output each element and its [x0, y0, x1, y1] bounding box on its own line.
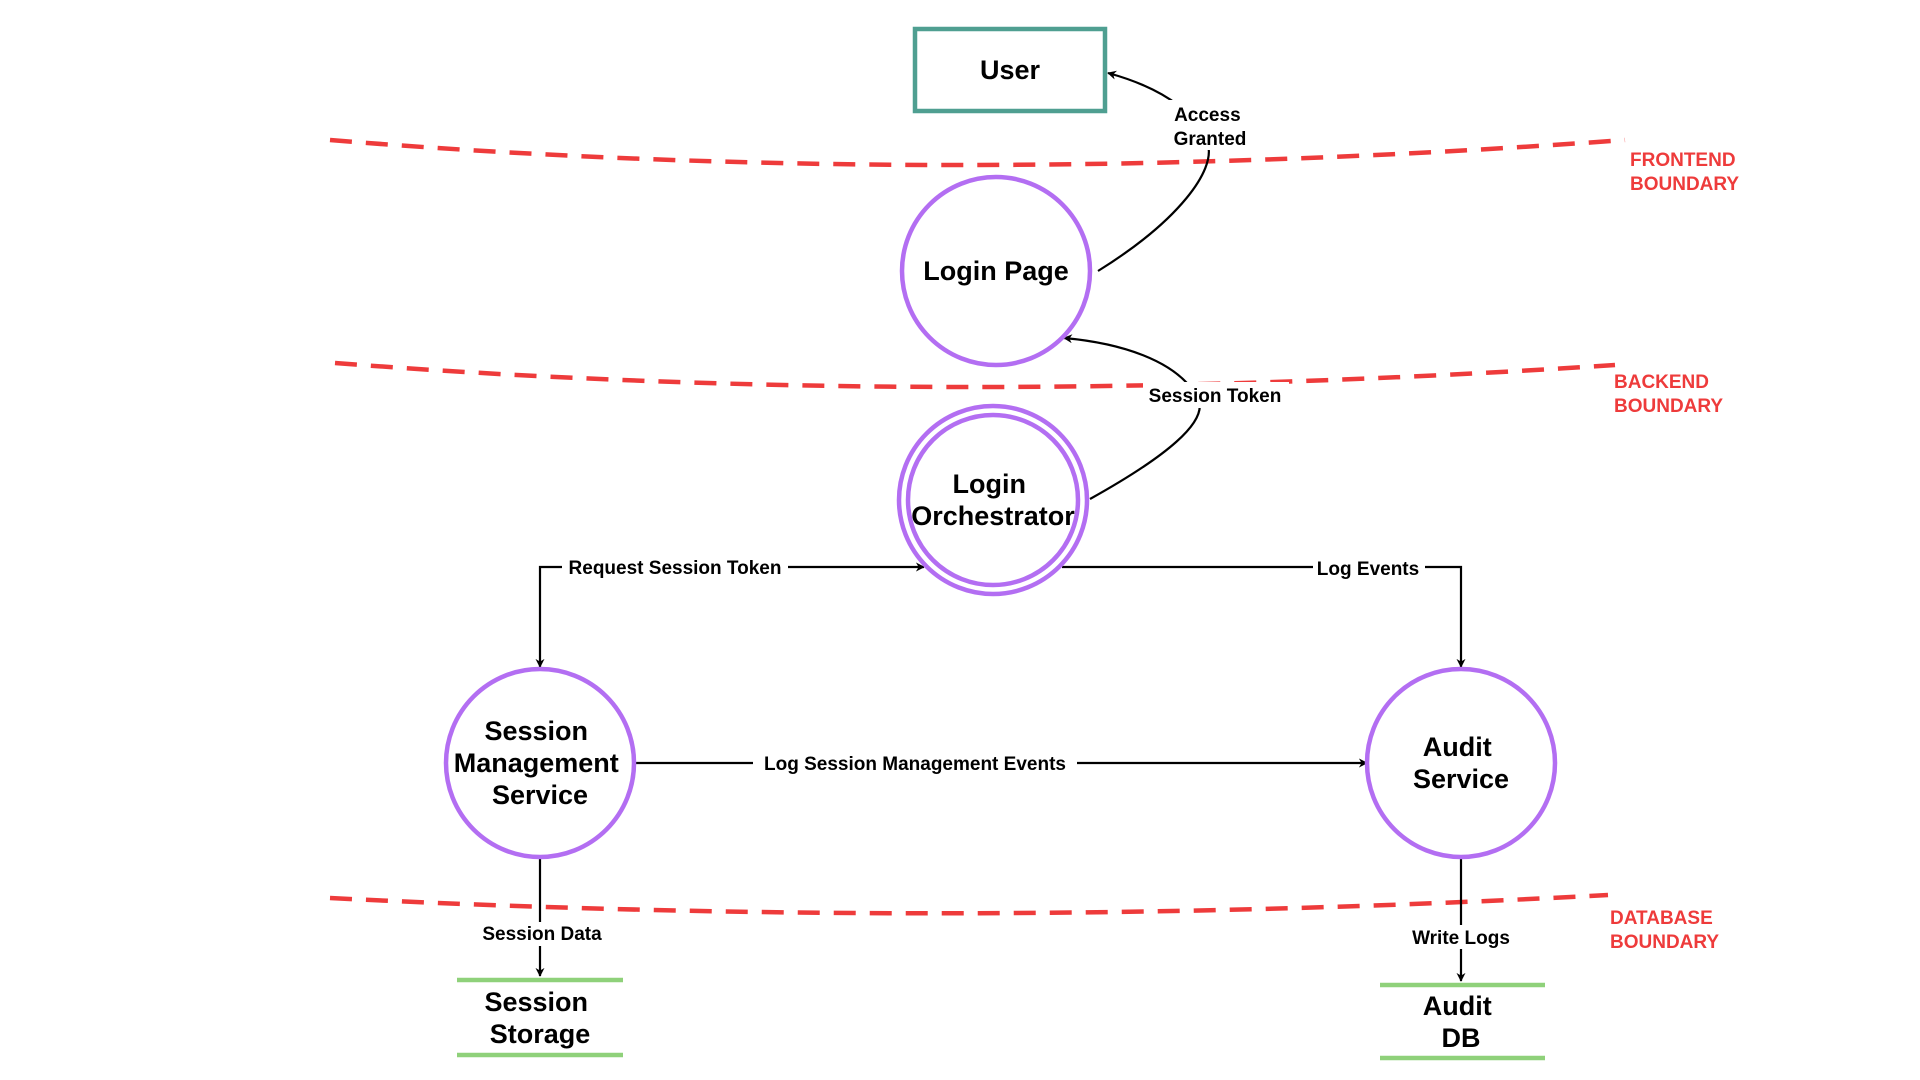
- backend-boundary-label: BACKEND BOUNDARY: [1614, 372, 1723, 417]
- frontend-boundary-line: [329, 137, 1626, 168]
- flow-label-session-token: Session Token: [1149, 386, 1282, 407]
- process-login-orchestrator-label: Login Orchestrator: [911, 469, 1075, 531]
- flow-label-bg: [1313, 555, 1425, 581]
- flow-label-log-events: Log Events: [1317, 559, 1419, 580]
- store-audit-db-label: Audit DB: [1423, 991, 1500, 1053]
- flow-label-bg: [1168, 100, 1252, 150]
- backend-boundary: BACKEND BOUNDARY: [334, 360, 1723, 417]
- flow-label-bg: [562, 554, 788, 580]
- database-boundary-line: [329, 892, 1609, 916]
- store-session-storage-label: Session Storage: [484, 987, 595, 1049]
- flow-label-session-data: Session Data: [482, 924, 602, 945]
- process-session-management-label: Session Management Service: [454, 716, 627, 810]
- store-session-storage[interactable]: Session Storage: [457, 977, 623, 1058]
- flow-request-session-token: [535, 562, 925, 668]
- process-login-orchestrator-inner: [905, 412, 1081, 588]
- flow-label-bg: [478, 922, 604, 946]
- process-login-orchestrator-outer: [896, 403, 1090, 597]
- process-session-management-service[interactable]: Session Management Service: [443, 666, 637, 860]
- database-boundary-label: DATABASE BOUNDARY: [1610, 908, 1719, 953]
- flow-label-request-session-token: Request Session Token: [569, 558, 782, 579]
- entity-user-box: [912, 26, 1108, 114]
- frontend-boundary: FRONTEND BOUNDARY: [329, 137, 1741, 195]
- flow-label-access-granted: Access Granted: [1174, 105, 1247, 150]
- backend-boundary-line: [334, 360, 1616, 390]
- flow-label-write-logs: Write Logs: [1412, 928, 1510, 949]
- flow-label-log-session-management-events: Log Session Management Events: [764, 754, 1066, 775]
- process-login-page-circle: [899, 174, 1093, 368]
- entity-user-label: User: [980, 55, 1041, 85]
- flow-label-bg: [1143, 382, 1289, 408]
- process-login-orchestrator[interactable]: Login Orchestrator: [896, 403, 1090, 597]
- flow-label-bg: [753, 750, 1077, 776]
- database-boundary: DATABASE BOUNDARY: [329, 892, 1719, 953]
- frontend-boundary-label: FRONTEND BOUNDARY: [1630, 150, 1741, 195]
- flow-log-events: [1062, 565, 1466, 668]
- flow-label-bg: [1408, 925, 1514, 949]
- process-session-management-circle: [443, 666, 637, 860]
- process-audit-service-circle: [1364, 666, 1558, 860]
- process-audit-service[interactable]: Audit Service: [1364, 666, 1558, 860]
- store-audit-db[interactable]: Audit DB: [1380, 982, 1545, 1061]
- process-login-page-label: Login Page: [923, 256, 1069, 286]
- process-audit-service-label: Audit Service: [1413, 732, 1509, 794]
- process-login-page[interactable]: Login Page: [899, 174, 1093, 368]
- entity-user[interactable]: User: [912, 26, 1108, 114]
